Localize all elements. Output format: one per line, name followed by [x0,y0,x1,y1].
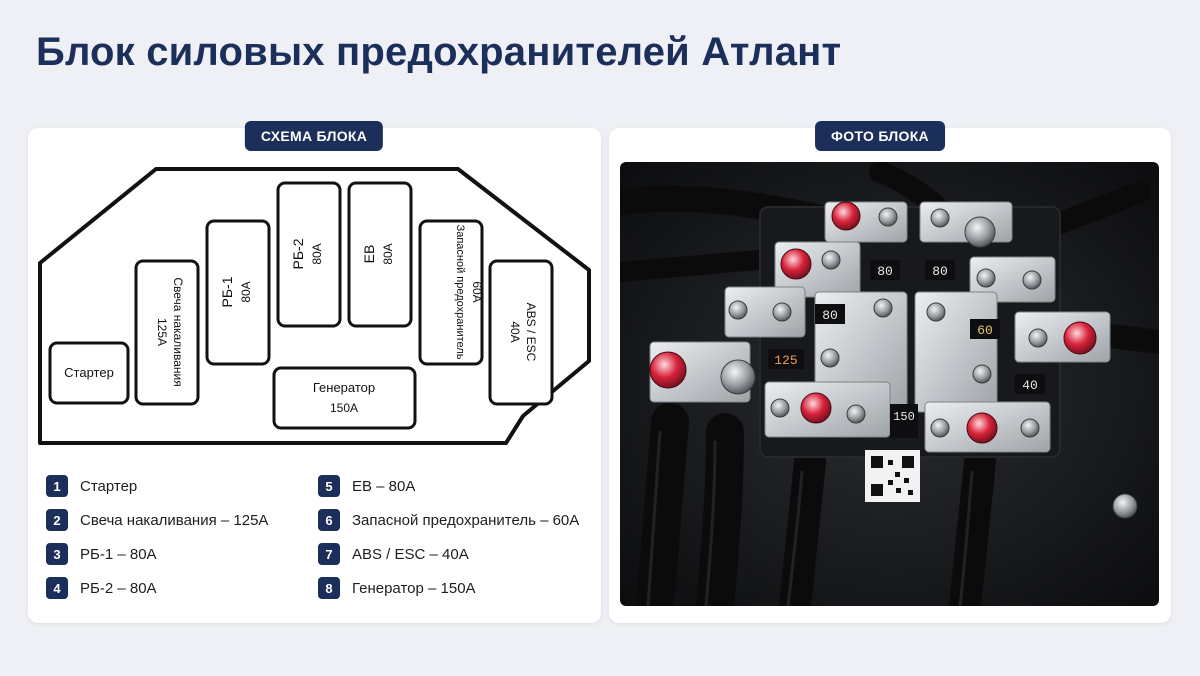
spare-name-label: Запасной предохранитель [454,225,466,360]
legend-number-badge: 5 [318,475,340,497]
photo-fuse-label: 40 [1022,378,1038,393]
legend-number-badge: 2 [46,509,68,531]
glow-name-label: Свеча накаливания [171,277,185,386]
gen-rating-label: 150A [330,401,358,415]
photo-fuse-label: 80 [822,308,838,323]
legend-number-badge: 8 [318,577,340,599]
legend-item: 2 Свеча накаливания – 125A [46,509,268,531]
schema-card: СХЕМА БЛОКА Стартер Свеча накаливания 12… [28,121,601,623]
photo-fuse-label: 150 [893,410,915,424]
photo-fuse-label: 80 [932,264,948,279]
photo-fuse-label: 125 [774,353,797,368]
page-title: Блок силовых предохранителей Атлант [36,30,842,74]
legend-text: РБ-2 – 80A [80,579,157,597]
fuse-box-abs: ABS / ESC 40A [488,259,554,406]
legend-number-badge: 1 [46,475,68,497]
photo-card: ФОТО БЛОКА [609,121,1171,623]
legend-text: Генератор – 150A [352,579,476,597]
legend-item: 8 Генератор – 150A [318,577,476,599]
spare-rating-label: 60A [470,281,484,302]
fuse-box-rb1: РБ-1 80A [205,219,271,366]
photo-fuse-label: 80 [877,264,893,279]
abs-rating-label: 40A [508,321,522,342]
fuse-box-spare: Запасной предохранитель 60A [418,219,484,366]
legend-item: 3 РБ-1 – 80A [46,543,157,565]
block-outline [38,167,591,445]
photo-fuse-label: 60 [977,323,993,338]
legend-item: 7 ABS / ESC – 40A [318,543,469,565]
legend-number-badge: 6 [318,509,340,531]
eb-rating-label: 80A [381,243,395,264]
legend-number-badge: 7 [318,543,340,565]
legend-text: ABS / ESC – 40A [352,545,469,563]
fuse-box-rb2: РБ-2 80A [276,181,342,328]
gen-name-label: Генератор [313,380,375,395]
legend-item: 6 Запасной предохранитель – 60A [318,509,579,531]
legend-text: Запасной предохранитель – 60A [352,511,580,529]
legend-item: 1 Стартер [46,475,137,497]
legend-text: Свеча накаливания – 125A [80,511,269,529]
fuse-box-eb: ЕВ 80A [347,181,413,328]
rb1-name-label: РБ-1 [219,276,235,307]
legend-text: ЕВ – 80A [352,477,416,495]
fuse-block-diagram: Стартер Свеча накаливания 125A РБ-1 80A … [38,167,591,445]
legend-item: 4 РБ-2 – 80A [46,577,157,599]
fuse-box-glow: Свеча накаливания 125A [134,259,200,406]
legend-text: Стартер [80,477,138,495]
fuse-box-generator: Генератор 150A [272,366,417,430]
glow-rating-label: 125A [155,318,169,346]
rb2-name-label: РБ-2 [290,238,306,269]
fuse-box-starter: Стартер [48,341,130,405]
abs-name-label: ABS / ESC [524,303,538,362]
legend-number-badge: 3 [46,543,68,565]
starter-label: Стартер [64,365,114,380]
legend-item: 5 ЕВ – 80A [318,475,415,497]
rb2-rating-label: 80A [310,243,324,264]
schema-header: СХЕМА БЛОКА [244,121,384,151]
rb1-rating-label: 80A [239,281,253,302]
eb-name-label: ЕВ [361,245,377,264]
legend-text: РБ-1 – 80A [80,545,157,563]
fuse-block-photo: 80 80 80 60 125 40 150 [620,162,1159,606]
photo-header: ФОТО БЛОКА [815,121,945,151]
legend-number-badge: 4 [46,577,68,599]
